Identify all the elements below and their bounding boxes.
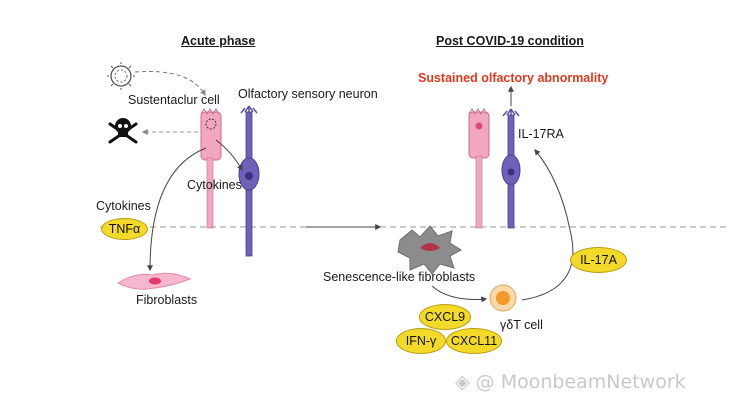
watermark: ◈ @ MoonbeamNetwork (455, 371, 686, 393)
fibroblasts-label: Fibroblasts (136, 293, 198, 307)
sustentacular-cell-post (468, 108, 490, 229)
senescent-fibroblast-cell (397, 225, 462, 275)
cxcl9-badge: CXCL9 (419, 304, 471, 330)
olfactory-neuron-acute (238, 105, 260, 257)
acute-phase-title: Acute phase (181, 34, 256, 48)
gdt-cell (489, 284, 517, 312)
sustentacular-cell-label: Sustentaclur cell (128, 93, 220, 107)
il17a-arrow (521, 149, 574, 301)
cytokine-arrow-neuron (215, 139, 243, 172)
il17ra-label: IL-17RA (518, 127, 564, 141)
sustentacular-cell-acute (200, 108, 222, 229)
olfactory-neuron-label: Olfactory sensory neuron (238, 87, 378, 101)
post-covid-title: Post COVID-19 condition (436, 34, 584, 48)
watermark-text: @ MoonbeamNetwork (475, 371, 686, 393)
cytokine-arrow-fibroblast (147, 147, 207, 272)
il17a-badge: IL-17A (570, 247, 627, 273)
tnfa-badge: TNFα (101, 218, 148, 240)
watermark-logo-icon: ◈ (455, 371, 470, 393)
fibroblast-to-gdt-arrow (431, 285, 488, 303)
gdt-cell-label: γδT cell (500, 318, 543, 332)
senescence-fibroblasts-label: Senescence-like fibroblasts (323, 270, 476, 284)
cytokines-label-left: Cytokines (96, 199, 151, 213)
skull-crossbones-icon (108, 118, 138, 144)
virus-icon (107, 62, 135, 90)
ifng-badge: IFN-γ (396, 328, 446, 354)
cytokines-label-right: Cytokines (187, 178, 242, 192)
cxcl11-badge: CXCL11 (446, 328, 502, 354)
fibroblast-cell-acute (117, 272, 192, 290)
olfactory-neuron-post (501, 108, 521, 229)
sustained-abnormality-label: Sustained olfactory abnormality (418, 71, 609, 85)
infection-arrow (134, 71, 206, 97)
